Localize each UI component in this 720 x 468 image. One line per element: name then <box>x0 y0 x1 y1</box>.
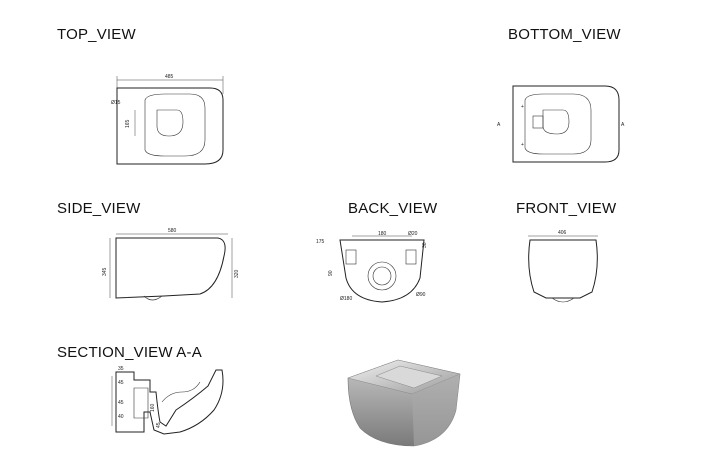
back-spacing-dim: 180 <box>378 231 387 237</box>
section-dim-f: 45 <box>156 422 162 428</box>
bottom-view-title: BOTTOM_VIEW <box>508 26 621 43</box>
bottom-section-right: A <box>621 122 625 128</box>
top-width-dim: 485 <box>165 74 174 80</box>
side-length-dim: 580 <box>168 228 177 234</box>
front-width-dim: 406 <box>558 230 567 236</box>
svg-text:+: + <box>521 104 524 110</box>
side-height-right-dim: 320 <box>234 269 240 278</box>
svg-text:+: + <box>521 142 524 148</box>
back-left-span-dim: 175 <box>316 239 325 245</box>
section-dim-c: 160 <box>150 403 156 412</box>
back-inlet-dim: Ø180 <box>340 296 352 302</box>
top-diameter-dim: Ø15 <box>111 100 121 106</box>
front-view-drawing: 406 <box>528 230 598 303</box>
top-view-title: TOP_VIEW <box>57 26 136 43</box>
back-right-h-dim: 30 <box>422 242 428 248</box>
toilet-3d-render <box>347 359 461 447</box>
front-view-title: FRONT_VIEW <box>516 200 617 217</box>
bottom-view-drawing: + + A A <box>497 85 625 163</box>
back-outlet-dim: Ø90 <box>416 292 426 298</box>
section-view-drawing: 35 45 160 45 40 45 <box>111 366 224 435</box>
section-dim-d: 45 <box>118 400 124 406</box>
section-dim-a: 35 <box>118 366 124 372</box>
side-height-left-dim: 345 <box>102 267 108 276</box>
bottom-section-left: A <box>497 122 501 128</box>
top-view-drawing: 485 Ø15 165 <box>111 74 224 165</box>
top-depth-dim: 165 <box>125 119 131 128</box>
section-dim-b: 45 <box>118 380 124 386</box>
back-view-drawing: 180 Ø20 175 30 90 Ø90 Ø180 <box>316 231 428 303</box>
back-top-hole-dim: Ø20 <box>408 231 418 237</box>
back-view-title: BACK_VIEW <box>348 200 438 217</box>
side-view-title: SIDE_VIEW <box>57 200 141 217</box>
back-left-h-dim: 90 <box>328 270 334 276</box>
side-view-drawing: 580 345 320 <box>102 228 240 301</box>
section-view-title: SECTION_VIEW A-A <box>57 344 202 361</box>
section-dim-e: 40 <box>118 414 124 420</box>
